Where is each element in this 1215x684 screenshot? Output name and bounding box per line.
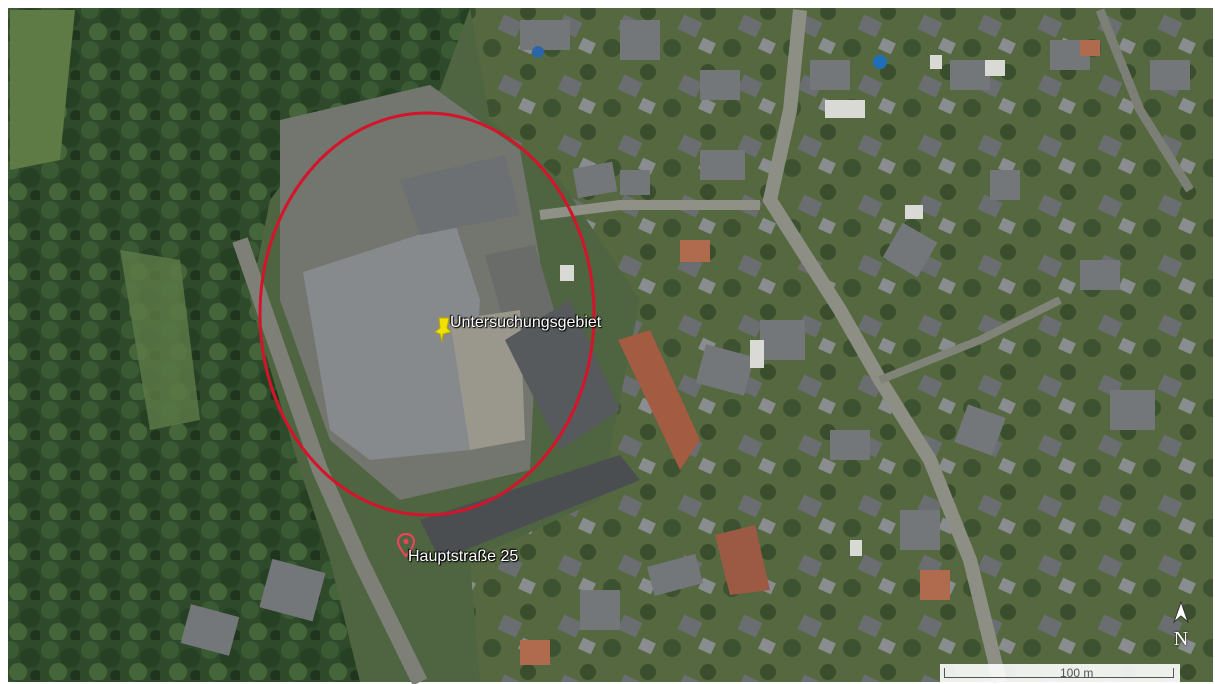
location-pin-icon[interactable]	[397, 533, 415, 557]
pushpin-icon[interactable]	[431, 314, 457, 344]
north-arrow: N	[1164, 598, 1198, 658]
scale-bar-label: 100 m	[1060, 666, 1094, 680]
marker-label-study-area: Untersuchungsgebiet	[450, 314, 602, 331]
scale-bar: 100 m	[940, 664, 1180, 684]
scale-bar-line	[944, 668, 1174, 678]
study-area-outline	[258, 111, 596, 517]
marker-label-address: Hauptstraße 25	[408, 548, 519, 565]
north-arrow-icon	[1172, 600, 1190, 624]
north-label: N	[1173, 628, 1189, 650]
